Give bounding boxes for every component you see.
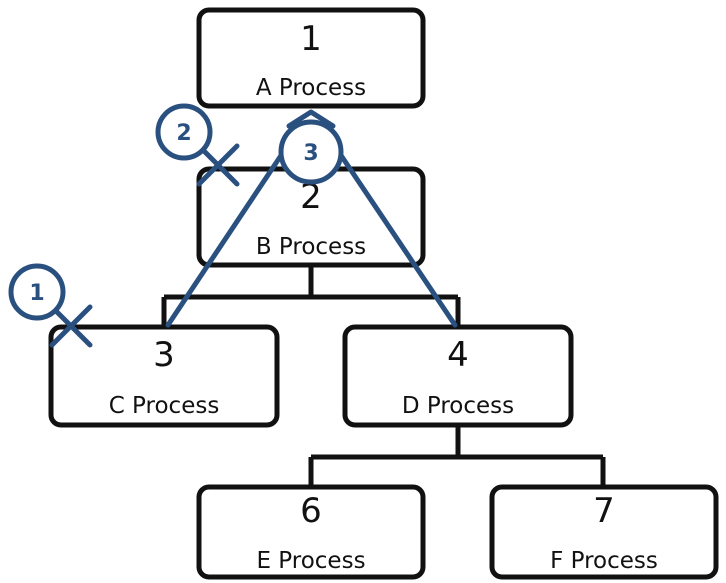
badge-1-circle — [8, 263, 66, 321]
badge-2-circle — [155, 103, 213, 161]
node-b-number: 2 — [300, 177, 322, 217]
node-c-label: C Process — [109, 393, 220, 419]
node-f-process: 7 F Process — [489, 484, 719, 580]
arrow-into-a-icon — [286, 109, 336, 129]
annotation-line-from-d — [329, 139, 458, 328]
node-d-number: 4 — [447, 335, 469, 375]
badge-1: 1 — [8, 263, 66, 321]
node-e-number: 6 — [300, 491, 322, 531]
node-d-label: D Process — [402, 393, 514, 419]
node-e-process: 6 E Process — [196, 484, 426, 580]
cross-mark-icon-2 — [196, 143, 240, 187]
node-c-number: 3 — [153, 335, 175, 375]
cross-mark-icon-1 — [49, 304, 93, 348]
node-f-box — [489, 484, 719, 580]
node-f-number: 7 — [593, 491, 615, 531]
node-c-box — [48, 324, 280, 428]
node-a-number: 1 — [300, 19, 322, 59]
node-d-process: 4 D Process — [342, 324, 574, 428]
node-e-box — [196, 484, 426, 580]
node-a-process: 1 A Process — [196, 7, 426, 109]
badge-1-number: 1 — [29, 281, 44, 306]
node-f-label: F Process — [550, 548, 658, 574]
badge-2: 2 — [155, 103, 213, 161]
node-d-box — [342, 324, 574, 428]
badge-3-circle — [278, 119, 344, 185]
node-a-label: A Process — [256, 75, 366, 101]
badge-3: 3 — [278, 119, 344, 185]
badge-3-number: 3 — [303, 141, 318, 166]
badge-2-number: 2 — [176, 121, 191, 146]
node-a-box — [196, 7, 426, 109]
node-c-process: 3 C Process — [48, 324, 280, 428]
annotation-line-from-c — [165, 139, 293, 328]
node-b-label: B Process — [256, 234, 366, 260]
tree-connectors — [161, 265, 606, 487]
annotation-overlay — [49, 109, 458, 348]
node-e-label: E Process — [256, 548, 365, 574]
